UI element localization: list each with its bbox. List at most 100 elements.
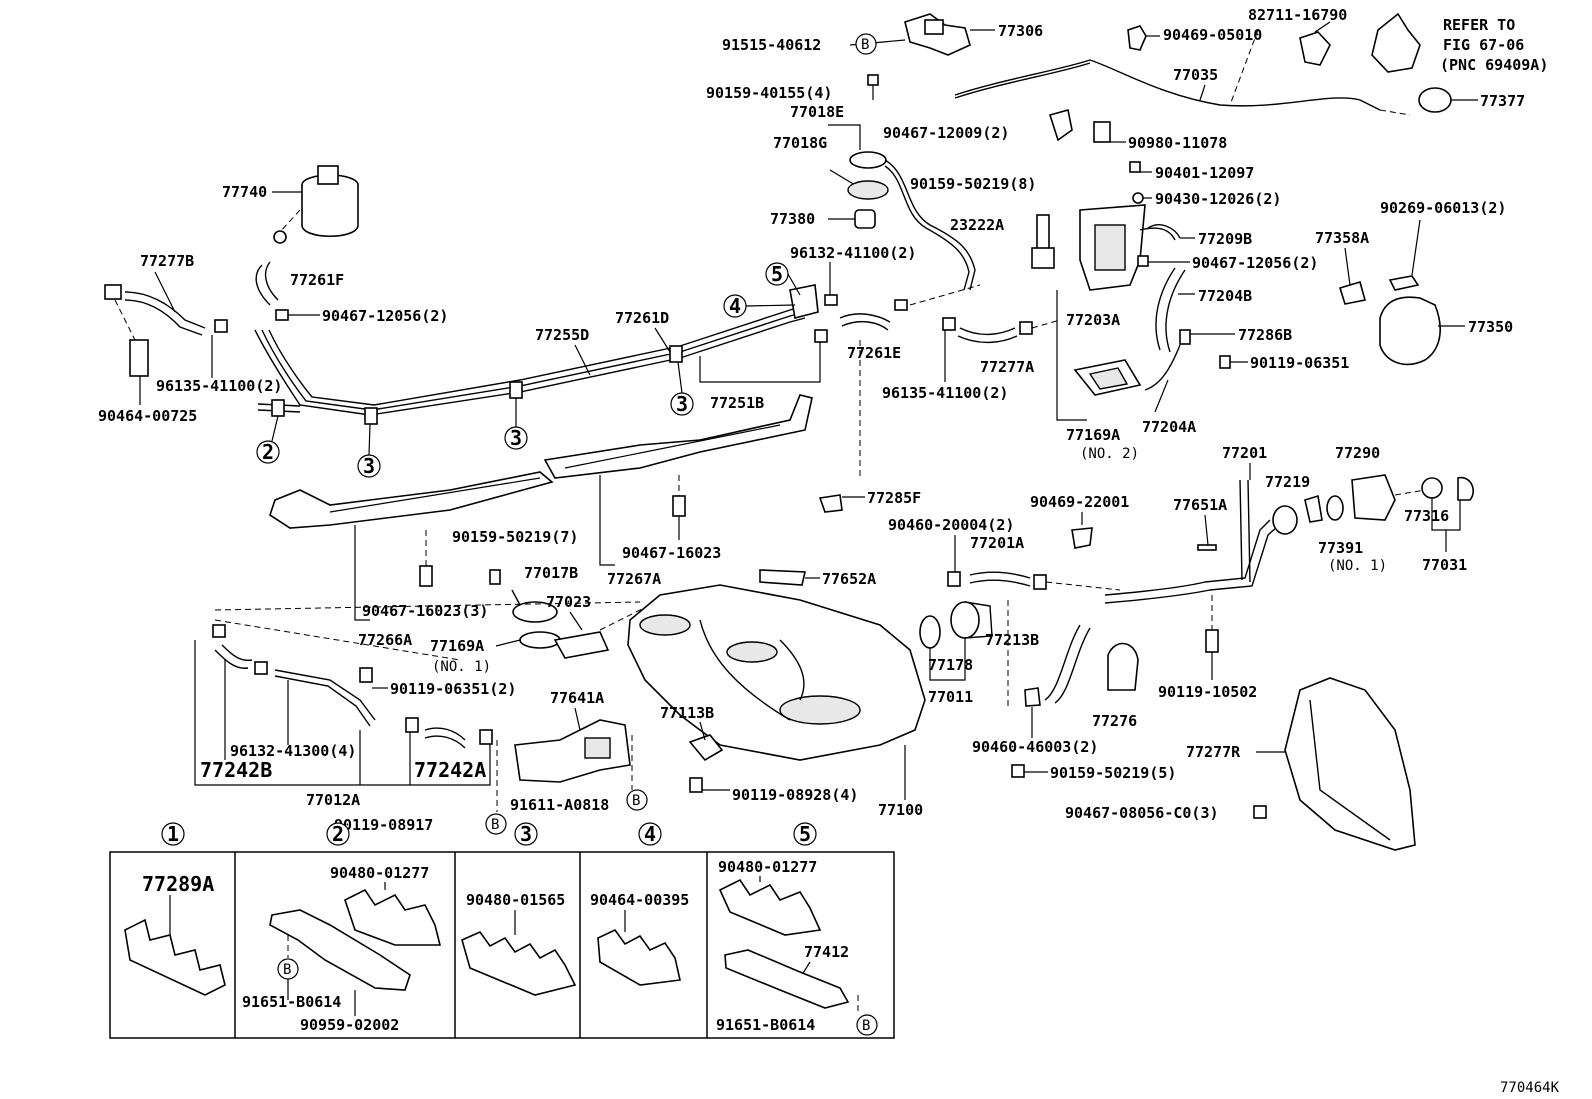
svg-text:5: 5 <box>771 262 783 286</box>
svg-text:B: B <box>862 1018 870 1034</box>
part-77011-inlet-pipe-seal <box>919 601 993 649</box>
label-90460-20004: 90460-20004(2) <box>888 516 1014 534</box>
label-90980-11078: 90980-11078 <box>1128 134 1227 152</box>
label-90467-12056-right: 90467-12056(2) <box>1192 254 1318 272</box>
svg-text:(PNC 69409A): (PNC 69409A) <box>1440 56 1548 74</box>
label-77242A: 77242A <box>414 758 486 782</box>
label-77261E: 77261E <box>847 344 901 362</box>
label-77277A: 77277A <box>980 358 1034 376</box>
part-77358A <box>1338 280 1367 305</box>
ref-b-circle-box2: B <box>277 958 299 980</box>
label-96135-41100-mid: 96135-41100(2) <box>882 384 1008 402</box>
part-77018-rings <box>847 151 976 291</box>
label-77289A: 77289A <box>142 872 214 896</box>
part-77169A-no2-gasket <box>1073 359 1142 396</box>
ref-circle-3-b: 3 <box>504 426 528 450</box>
label-77277R: 77277R <box>1186 743 1241 761</box>
label-77023: 77023 <box>546 593 591 611</box>
label-90480-01565: 90480-01565 <box>466 891 565 909</box>
svg-text:FIG 67-06: FIG 67-06 <box>1443 36 1524 54</box>
label-90460-46003: 90460-46003(2) <box>972 738 1098 756</box>
label-77255D: 77255D <box>535 326 589 344</box>
label-77035: 77035 <box>1173 66 1218 84</box>
svg-text:1: 1 <box>167 822 179 846</box>
label-90467-16023: 90467-16023 <box>622 544 721 562</box>
label-90119-08917: 90119-08917 <box>334 816 433 834</box>
detail-box-frame <box>109 851 895 1039</box>
svg-text:4: 4 <box>729 294 741 318</box>
svg-text:2: 2 <box>262 440 274 464</box>
label-77178: 77178 <box>928 656 973 674</box>
part-90480-01565-clamp <box>461 931 577 996</box>
part-77380 <box>854 209 876 229</box>
label-90469-22001: 90469-22001 <box>1030 493 1129 511</box>
label-77203A: 77203A <box>1066 311 1120 329</box>
label-77380: 77380 <box>770 210 815 228</box>
label-77201A: 77201A <box>970 534 1024 552</box>
label-77261D: 77261D <box>615 309 669 327</box>
ref-circle-3-a: 3 <box>670 392 694 416</box>
part-77740-canister <box>273 165 359 244</box>
label-90959-02002: 90959-02002 <box>300 1016 399 1034</box>
svg-text:5: 5 <box>799 822 811 846</box>
label-77251B: 77251B <box>710 394 764 412</box>
part-90467-12056-clip-right <box>1137 255 1149 267</box>
part-77412-bracket <box>724 949 850 1009</box>
ref-b-circle-box5: B <box>856 1014 878 1036</box>
label-77267A: 77267A <box>607 570 661 588</box>
part-90480-01277-clamp-box2 <box>344 888 442 946</box>
label-no2: (NO. 2) <box>1080 446 1139 462</box>
label-77377: 77377 <box>1480 92 1525 110</box>
label-77651A: 77651A <box>1173 496 1227 514</box>
part-77203A-pump-assembly <box>1079 204 1176 291</box>
label-82711-16790: 82711-16790 <box>1248 6 1347 24</box>
part-90480-01277-clamp-box5 <box>718 878 822 936</box>
label-77100: 77100 <box>878 801 923 819</box>
label-90464-00725: 90464-00725 <box>98 407 197 425</box>
label-90159-40155: 90159-40155(4) <box>706 84 832 102</box>
label-77652A: 77652A <box>822 570 876 588</box>
label-77350: 77350 <box>1468 318 1513 336</box>
refer-to-note: REFER TO FIG 67-06 (PNC 69409A) <box>1440 16 1548 74</box>
part-77290-cap-housing <box>1351 474 1396 521</box>
diagram-id: 770464K <box>1500 1080 1560 1096</box>
label-77290: 77290 <box>1335 444 1380 462</box>
svg-text:3: 3 <box>510 426 522 450</box>
label-77306: 77306 <box>998 22 1043 40</box>
label-90467-16023-3: 90467-16023(3) <box>362 602 488 620</box>
label-77219: 77219 <box>1265 473 1310 491</box>
part-refer-bracket <box>1371 12 1421 73</box>
label-77113B: 77113B <box>660 704 714 722</box>
ref-circle-2: 2 <box>256 440 280 464</box>
label-77277B: 77277B <box>140 252 194 270</box>
label-90430-12026: 90430-12026(2) <box>1155 190 1281 208</box>
label-no1-right: (NO. 1) <box>1328 558 1387 574</box>
label-77204A: 77204A <box>1142 418 1196 436</box>
part-77266A-protector <box>269 471 554 529</box>
ref-box-header-2: 2 <box>326 822 350 846</box>
part-90959-02002-bracket <box>269 909 411 991</box>
label-77169A-no2: 77169A <box>1066 426 1120 444</box>
part-23222A-pump <box>1031 214 1055 269</box>
label-90467-12009: 90467-12009(2) <box>883 124 1009 142</box>
label-77213B: 77213B <box>985 631 1039 649</box>
label-91651-B0614-box2: 91651-B0614 <box>242 993 341 1011</box>
label-90159-50219-7: 90159-50219(7) <box>452 528 578 546</box>
part-77377 <box>1418 87 1478 113</box>
label-77031: 77031 <box>1422 556 1467 574</box>
label-23222A: 23222A <box>950 216 1004 234</box>
part-77306-bracket <box>904 13 995 56</box>
label-90480-01277-box5: 90480-01277 <box>718 858 817 876</box>
label-77204B: 77204B <box>1198 287 1252 305</box>
part-90159-40155-bolt <box>867 74 879 100</box>
part-90464-00395-clamp <box>597 928 681 986</box>
svg-text:4: 4 <box>644 822 656 846</box>
label-96132-41100: 96132-41100(2) <box>790 244 916 262</box>
svg-text:2: 2 <box>332 822 344 846</box>
ref-b-circle-91611: B <box>626 789 648 811</box>
part-77267A-protector <box>543 394 813 479</box>
ref-b-circle-top: B <box>855 33 877 55</box>
label-no1-left: (NO. 1) <box>432 659 491 675</box>
label-90119-06351-right: 90119-06351 <box>1250 354 1349 372</box>
label-77740: 77740 <box>222 183 267 201</box>
